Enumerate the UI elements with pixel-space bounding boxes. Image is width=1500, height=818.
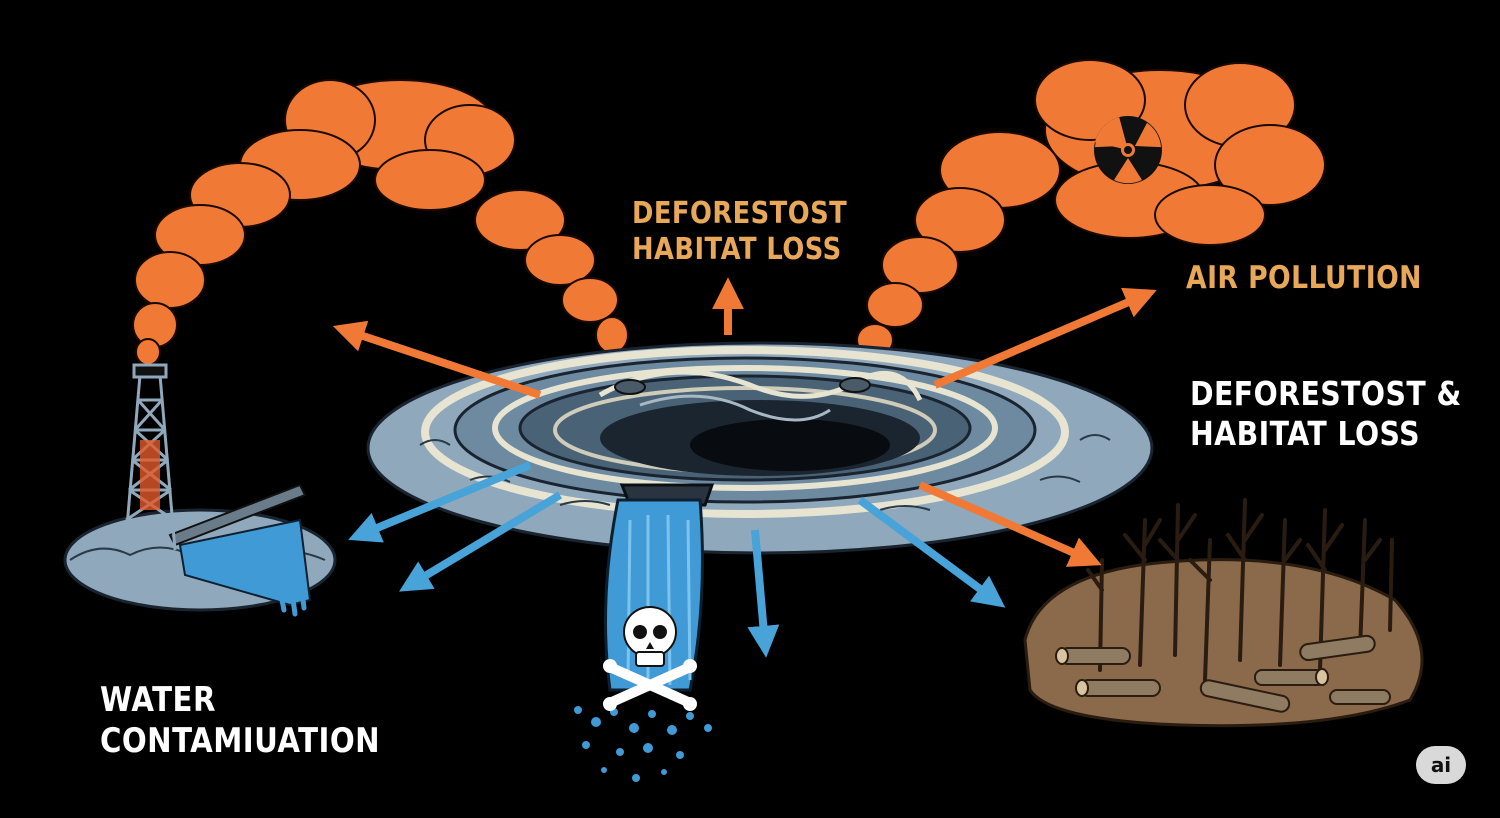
right-smoke-plume	[850, 59, 1326, 380]
deforested-area	[1023, 498, 1424, 728]
label-line: CONTAMIUATION	[100, 720, 381, 761]
label-line: WATER	[100, 680, 216, 720]
blue-arrow-2	[399, 491, 563, 592]
water-contamination-label: WATER CONTAMIUATION	[100, 680, 380, 762]
label-line: HABITAT LOSS	[1190, 413, 1421, 453]
orange-arrow-forest	[918, 481, 1102, 567]
skull-crossbones-icon	[603, 606, 697, 711]
label-line: AIR POLLUTION	[1186, 260, 1422, 296]
left-smoke-plume	[132, 79, 636, 375]
tree-stump-icon	[1055, 634, 1391, 713]
deforestation-habitat-loss-label-top: DEFORESTOST HABITAT LOSS	[632, 196, 847, 268]
open-pit-mine	[366, 341, 1154, 555]
radiation-icon	[1094, 116, 1162, 184]
air-pollution-label: AIR POLLUTION	[1186, 260, 1422, 297]
blue-arrow-3	[747, 529, 780, 658]
label-line: DEFORESTOST &	[1190, 374, 1462, 413]
ai-badge: ai	[1416, 746, 1466, 784]
impact-arrows	[332, 277, 1157, 658]
blue-arrow-4	[857, 496, 1006, 608]
blue-arrow-1	[348, 461, 532, 543]
label-line: DEFORESTOST	[632, 196, 848, 231]
deforestation-habitat-loss-label-right: DEFORESTOST & HABITAT LOSS	[1190, 374, 1462, 453]
label-line: HABITAT LOSS	[632, 232, 842, 267]
orange-arrow-left	[332, 320, 542, 399]
left-ground-island	[63, 483, 337, 617]
oil-derrick-icon	[123, 363, 177, 551]
orange-arrow-air	[933, 287, 1157, 389]
